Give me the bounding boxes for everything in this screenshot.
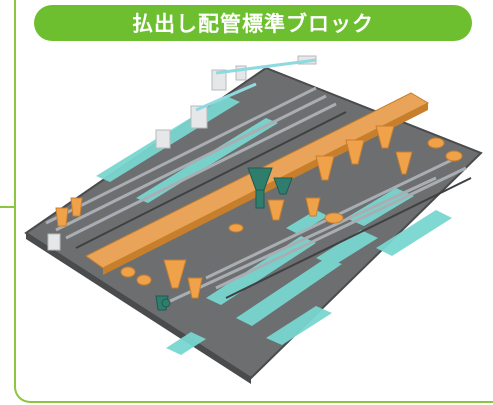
teal-valves [155, 167, 293, 311]
piping-block-illustration [16, 48, 486, 398]
gray-pipe-dark [75, 111, 472, 299]
frame-connector-line [0, 206, 14, 208]
upper-equipment [47, 55, 317, 251]
orange-fittings [55, 125, 463, 299]
floor-slab-edge [26, 233, 251, 384]
main-orange-header-shadow [103, 103, 428, 275]
upper-pipes [195, 58, 317, 112]
panel-title: 払出し配管標準ブロック [34, 5, 472, 41]
piping-block-3d-model [24, 55, 483, 384]
